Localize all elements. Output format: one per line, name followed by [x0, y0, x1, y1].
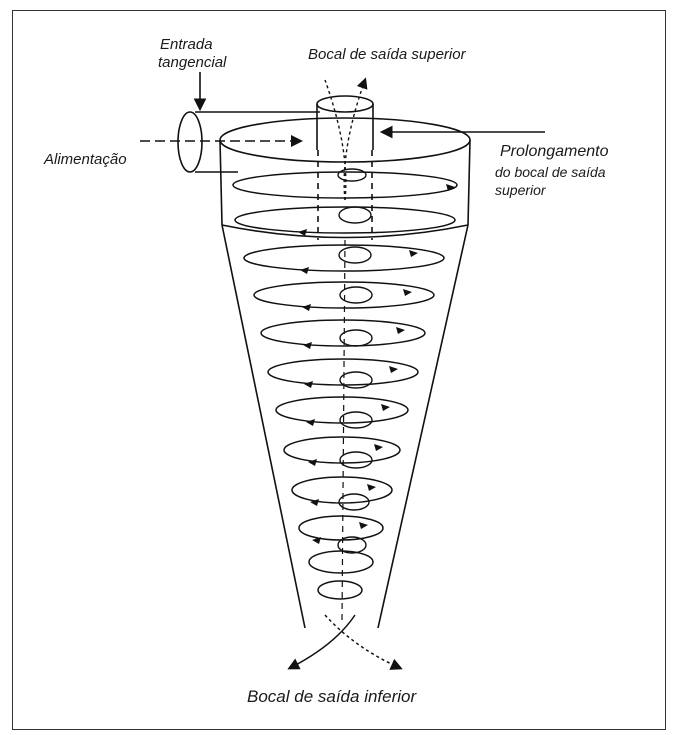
- lower-outlet-flow: [290, 615, 400, 668]
- central-vortex-axis: [342, 240, 345, 620]
- label-alimentacao: Alimentação: [44, 151, 127, 168]
- tangential-inlet-pipe: [178, 112, 320, 172]
- label-prolongamento-line3: superior: [495, 182, 546, 199]
- label-prolongamento-line2: do bocal de saída: [495, 164, 606, 181]
- label-entrada-line1: Entrada: [160, 36, 213, 53]
- label-entrada-line2: tangencial: [158, 54, 226, 71]
- label-bocal-inferior: Bocal de saída inferior: [247, 688, 416, 705]
- upper-outlet-flow: [325, 80, 365, 200]
- cyclone-cylinder: [220, 118, 470, 238]
- spiral-direction-arrows: [298, 184, 455, 544]
- label-prolongamento-line1: Prolongamento: [500, 143, 609, 160]
- label-bocal-superior: Bocal de saída superior: [308, 46, 466, 63]
